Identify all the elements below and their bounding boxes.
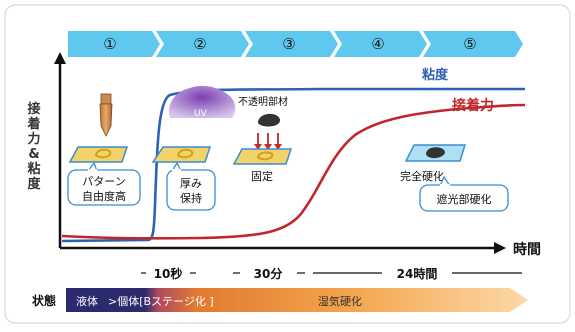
fully-cured-label: 完全硬化	[400, 169, 444, 183]
pad-3	[232, 148, 293, 165]
state-arrow	[66, 288, 528, 312]
dispenser-nozzle-icon	[99, 103, 113, 137]
opaque-member-label: 不透明部材	[238, 95, 288, 108]
callout-pattern-box	[67, 169, 141, 206]
callout-thickness-line-2: 保持	[180, 191, 202, 205]
state-label: 状態	[32, 293, 56, 308]
callout-pattern-line-1: パターン	[82, 175, 125, 188]
interval-b-label: 30分	[254, 266, 283, 281]
panel-border	[4, 4, 571, 324]
y-label-char-5: 粘	[26, 161, 40, 177]
callout-thickness-box	[166, 169, 216, 211]
fixed-label: 固定	[251, 169, 273, 183]
step-3-label: ③	[282, 35, 295, 53]
callout-shade: 遮光部硬化	[419, 175, 509, 212]
viscosity-label: 粘度	[421, 67, 449, 83]
y-label-char-6: 度	[27, 176, 41, 192]
viscosity-curve	[61, 87, 525, 243]
pad-1	[68, 146, 129, 163]
dispenser-cap	[100, 93, 112, 105]
adhesion-curve	[61, 103, 526, 240]
step-arrow-5	[423, 31, 523, 57]
y-label-char-3: 力	[27, 131, 40, 147]
x-axis-arrowhead	[494, 242, 506, 254]
step-arrow-3	[245, 31, 338, 57]
y-label-char-1: 接	[27, 101, 40, 117]
interval-a-label: 10秒	[154, 266, 183, 281]
y-label-char-4: &	[28, 147, 39, 162]
adhesive-pattern-3	[256, 151, 274, 161]
stage-3-fix: 不透明部材 固定	[232, 95, 293, 183]
callout-shade-text: 遮光部硬化	[437, 192, 492, 206]
callout-shade-box	[419, 184, 509, 212]
stage-5-cured: 完全硬化	[400, 144, 467, 183]
adhesive-pattern-2	[176, 148, 194, 159]
y-label-char-2: 着	[26, 116, 40, 132]
state-liquid: 液体	[76, 294, 98, 308]
callout-thickness-line-1: 厚み	[180, 177, 202, 190]
adhesion-label: 接着力	[452, 97, 494, 114]
cured-member-icon	[426, 147, 445, 159]
x-axis-label: 時間	[513, 241, 541, 258]
stage-2-uv: UV	[151, 85, 236, 163]
y-axis-label: 接 着 力 & 粘 度	[26, 101, 41, 192]
interval-c-label: 24時間	[397, 266, 438, 281]
step-arrow-4	[334, 31, 427, 57]
callout-pattern: パターン 自由度高	[67, 161, 141, 206]
step-4-label: ④	[371, 35, 384, 53]
pad-2	[151, 146, 212, 163]
state-bar: 状態 液体 >個体[Bステージ化 ] 湿気硬化	[32, 288, 528, 312]
state-moisture: 湿気硬化	[318, 294, 362, 308]
uv-label: UV	[194, 109, 208, 119]
axes: 時間	[54, 52, 541, 258]
step-row: ① ② ③ ④ ⑤	[68, 31, 523, 57]
state-solid: >個体[Bステージ化 ]	[108, 294, 214, 308]
step-5-label: ⑤	[463, 35, 476, 53]
callout-pattern-line-2: 自由度高	[82, 189, 126, 203]
uv-cloud-icon	[168, 85, 236, 118]
step-2-label: ②	[193, 35, 206, 53]
y-axis-arrowhead	[54, 52, 66, 64]
callout-thickness: 厚み 保持	[166, 161, 216, 211]
stage-1-dispense	[68, 93, 129, 163]
step-arrow-1	[68, 31, 160, 57]
adhesive-pattern-1	[94, 148, 112, 159]
opaque-member-icon	[258, 113, 280, 127]
press-arrows-icon	[254, 133, 282, 150]
step-arrow-2	[156, 31, 249, 57]
step-1-label: ①	[103, 35, 116, 53]
